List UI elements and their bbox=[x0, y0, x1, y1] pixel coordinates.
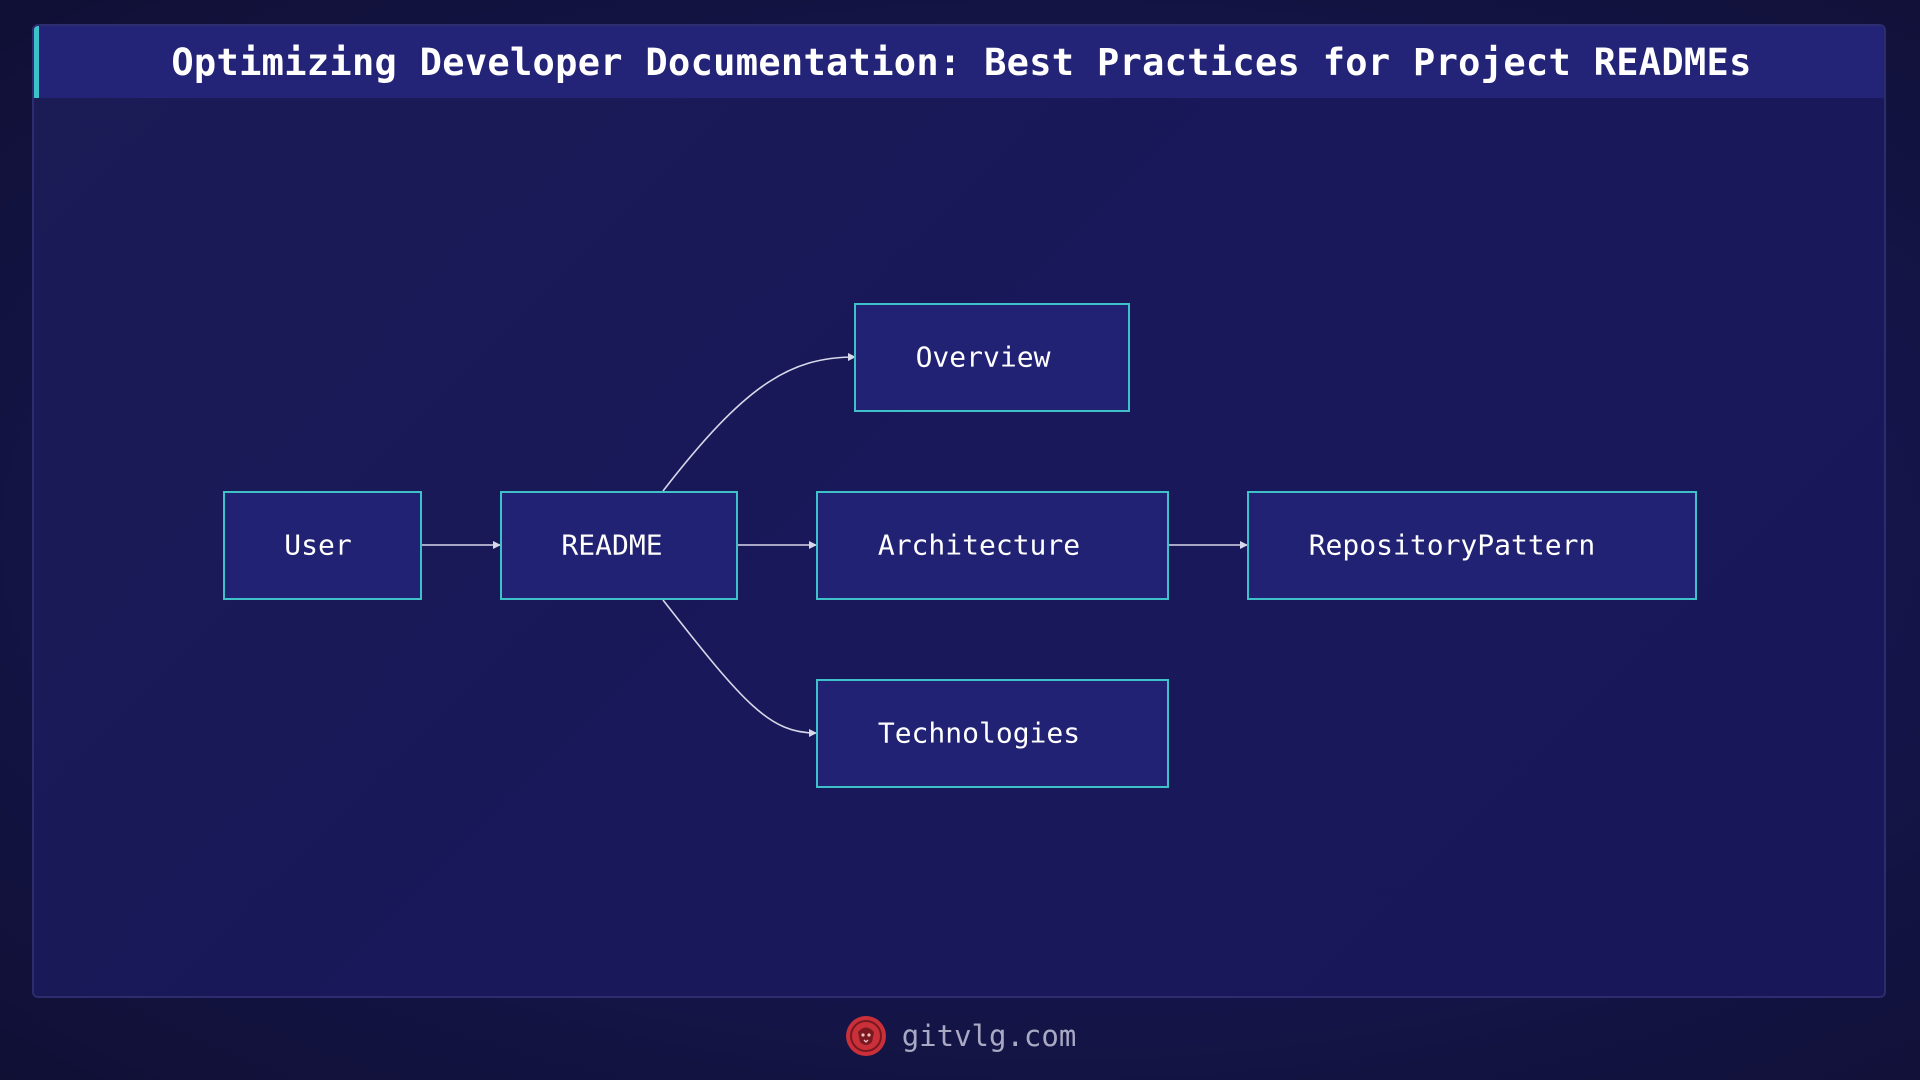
footer: gitvlg.com bbox=[0, 1010, 1920, 1062]
node-user[interactable]: User bbox=[223, 491, 422, 600]
node-repositorypattern[interactable]: RepositoryPattern bbox=[1247, 491, 1697, 600]
node-overview[interactable]: Overview bbox=[854, 303, 1130, 412]
node-user-label: User bbox=[284, 529, 351, 562]
node-repositorypattern-label: RepositoryPattern bbox=[1309, 529, 1596, 562]
page-title: Optimizing Developer Documentation: Best… bbox=[171, 40, 1752, 84]
edge-readme-overview bbox=[662, 353, 856, 492]
node-architecture-label: Architecture bbox=[878, 529, 1080, 562]
edge-readme-technologies bbox=[662, 599, 817, 737]
footer-site-link[interactable]: gitvlg.com bbox=[901, 1019, 1077, 1053]
node-technologies-label: Technologies bbox=[878, 717, 1080, 750]
node-overview-label: Overview bbox=[916, 341, 1051, 374]
title-bar: Optimizing Developer Documentation: Best… bbox=[34, 26, 1884, 98]
node-technologies[interactable]: Technologies bbox=[816, 679, 1169, 788]
lion-icon bbox=[845, 1016, 886, 1056]
node-readme[interactable]: README bbox=[500, 491, 738, 600]
node-readme-label: README bbox=[561, 529, 662, 562]
node-architecture[interactable]: Architecture bbox=[816, 491, 1169, 600]
